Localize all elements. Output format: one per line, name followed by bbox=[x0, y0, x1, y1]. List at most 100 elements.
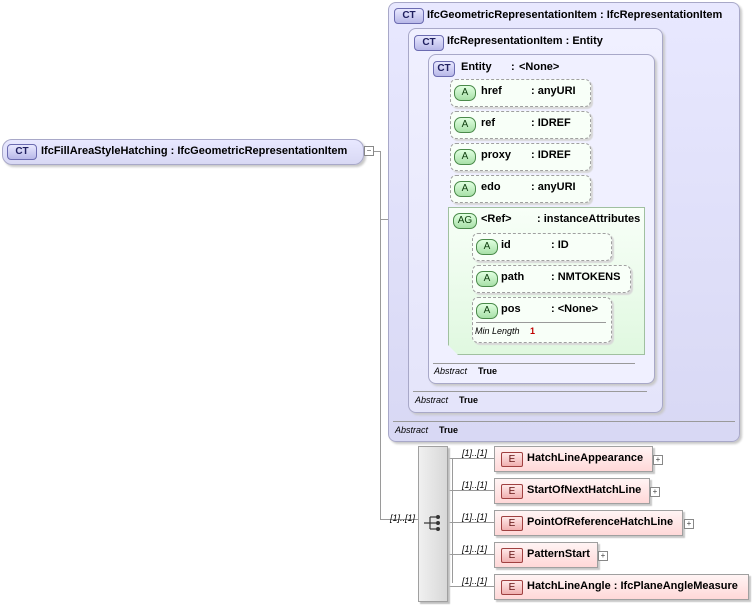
sequence-icon bbox=[424, 515, 440, 531]
attribute-path[interactable]: A path : NMTOKENS bbox=[472, 265, 631, 293]
attribute-name: ref bbox=[481, 117, 496, 129]
attribute-badge: A bbox=[476, 303, 498, 319]
attribute-type: : anyURI bbox=[531, 181, 576, 193]
middle-sep: : bbox=[565, 35, 570, 47]
sequence-cardinality: [1]..[1] bbox=[390, 513, 416, 523]
root-complex-type[interactable]: CT IfcFillAreaStyleHatching : IfcGeometr… bbox=[2, 139, 364, 165]
connector bbox=[373, 151, 381, 152]
element-cardinality: [1]..[1] bbox=[462, 576, 488, 586]
attribute-group-name: <Ref> bbox=[481, 213, 512, 225]
middle-base: Entity bbox=[572, 35, 603, 47]
divider bbox=[413, 391, 647, 392]
attribute-name: edo bbox=[481, 181, 501, 193]
attribute-type: : ID bbox=[551, 239, 569, 251]
element-hatch-line-appearance[interactable]: E HatchLineAppearance bbox=[494, 446, 653, 472]
plus-icon[interactable]: + bbox=[650, 487, 660, 497]
attribute-badge: A bbox=[454, 117, 476, 133]
element-badge: E bbox=[501, 516, 523, 531]
entity-base: <None> bbox=[519, 61, 560, 73]
min-length-label: Min Length bbox=[475, 326, 520, 336]
ct-badge: CT bbox=[414, 35, 444, 51]
attribute-group-type: : instanceAttributes bbox=[537, 213, 641, 225]
outer-sep: : bbox=[600, 9, 604, 21]
attribute-badge: A bbox=[454, 85, 476, 101]
attribute-type: : anyURI bbox=[531, 85, 576, 97]
element-start-of-next-hatch-line[interactable]: E StartOfNextHatchLine bbox=[494, 478, 650, 504]
attribute-href[interactable]: A href : anyURI bbox=[450, 79, 591, 107]
attribute-type: : IDREF bbox=[531, 117, 571, 129]
attribute-name: href bbox=[481, 85, 502, 97]
attribute-proxy[interactable]: A proxy : IDREF bbox=[450, 143, 591, 171]
element-cardinality: [1]..[1] bbox=[462, 544, 488, 554]
attribute-group-badge: AG bbox=[453, 213, 477, 229]
attribute-ref[interactable]: A ref : IDREF bbox=[450, 111, 591, 139]
element-point-of-reference-hatch-line[interactable]: E PointOfReferenceHatchLine bbox=[494, 510, 683, 536]
element-cardinality: [1]..[1] bbox=[462, 480, 488, 490]
connector bbox=[380, 151, 381, 519]
connector bbox=[452, 458, 453, 583]
middle-title: IfcRepresentationItem : Entity bbox=[447, 35, 603, 47]
middle-name: IfcRepresentationItem bbox=[447, 35, 563, 47]
attribute-badge: A bbox=[476, 239, 498, 255]
element-pattern-start[interactable]: E PatternStart bbox=[494, 542, 598, 568]
divider bbox=[476, 322, 606, 323]
sequence-compositor[interactable] bbox=[418, 446, 448, 602]
element-badge: E bbox=[501, 484, 523, 499]
root-title: IfcFillAreaStyleHatching : IfcGeometricR… bbox=[41, 145, 347, 157]
plus-icon[interactable]: + bbox=[653, 455, 663, 465]
element-label: HatchLineAngle : IfcPlaneAngleMeasure bbox=[527, 580, 738, 592]
outer-base: IfcRepresentationItem bbox=[606, 9, 723, 21]
connector bbox=[448, 490, 494, 491]
abstract-value: True bbox=[478, 366, 498, 376]
minus-icon[interactable]: − bbox=[364, 146, 374, 156]
abstract-label: Abstract bbox=[434, 366, 468, 376]
ct-badge: CT bbox=[433, 61, 455, 77]
root-base: IfcGeometricRepresentationItem bbox=[177, 145, 348, 157]
attribute-name: proxy bbox=[481, 149, 511, 161]
abstract-value: True bbox=[459, 395, 479, 405]
connector bbox=[448, 522, 494, 523]
element-cardinality: [1]..[1] bbox=[462, 512, 488, 522]
attribute-id[interactable]: A id : ID bbox=[472, 233, 612, 261]
attribute-name: id bbox=[501, 239, 511, 251]
ct-badge: CT bbox=[7, 144, 37, 160]
abstract-label: Abstract bbox=[415, 395, 449, 405]
abstract-label: Abstract bbox=[395, 425, 429, 435]
element-label: PatternStart bbox=[527, 548, 590, 560]
entity-name: Entity bbox=[461, 61, 492, 73]
attribute-name: pos bbox=[501, 303, 521, 315]
attribute-edo[interactable]: A edo : anyURI bbox=[450, 175, 591, 203]
attribute-type: : IDREF bbox=[531, 149, 571, 161]
element-badge: E bbox=[501, 452, 523, 467]
element-badge: E bbox=[501, 548, 523, 563]
element-label: PointOfReferenceHatchLine bbox=[527, 516, 674, 528]
attribute-badge: A bbox=[476, 271, 498, 287]
outer-name: IfcGeometricRepresentationItem bbox=[427, 9, 597, 21]
min-length-value: 1 bbox=[530, 326, 536, 336]
ct-badge: CT bbox=[394, 8, 424, 24]
attribute-pos[interactable]: A pos : <None> Min Length 1 bbox=[472, 297, 612, 343]
element-cardinality: [1]..[1] bbox=[462, 448, 488, 458]
connector bbox=[380, 519, 418, 520]
plus-icon[interactable]: + bbox=[598, 551, 608, 561]
abstract-value: True bbox=[439, 425, 459, 435]
element-label: StartOfNextHatchLine bbox=[527, 484, 642, 496]
entity-sep: : bbox=[511, 61, 515, 73]
outer-title: IfcGeometricRepresentationItem : IfcRepr… bbox=[427, 9, 722, 21]
root-sep: : bbox=[170, 145, 175, 157]
attribute-type: : <None> bbox=[551, 303, 599, 315]
connector bbox=[448, 458, 494, 459]
attribute-type: : NMTOKENS bbox=[551, 271, 621, 283]
root-name: IfcFillAreaStyleHatching bbox=[41, 145, 168, 157]
attribute-name: path bbox=[501, 271, 525, 283]
connector bbox=[448, 586, 494, 587]
element-hatch-line-angle[interactable]: E HatchLineAngle : IfcPlaneAngleMeasure bbox=[494, 574, 749, 600]
element-label: HatchLineAppearance bbox=[527, 452, 644, 464]
divider bbox=[393, 421, 735, 422]
divider bbox=[433, 363, 635, 364]
attribute-badge: A bbox=[454, 149, 476, 165]
connector bbox=[448, 554, 494, 555]
plus-icon[interactable]: + bbox=[684, 519, 694, 529]
attribute-badge: A bbox=[454, 181, 476, 197]
element-badge: E bbox=[501, 580, 523, 595]
